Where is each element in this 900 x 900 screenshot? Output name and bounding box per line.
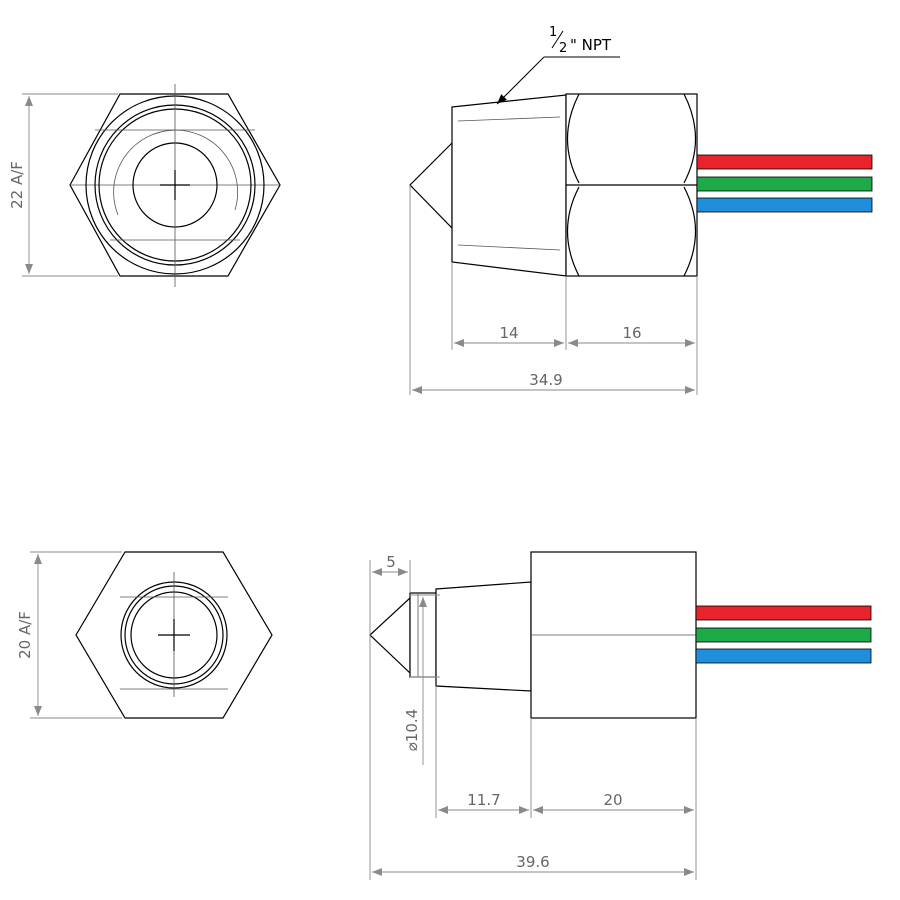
top-wire-blue: [696, 197, 873, 213]
top-hex-arc-4: [683, 186, 697, 277]
bottom-side-view: 5 ⌀10.4 11.7 20 39.6: [369, 551, 872, 880]
thread-callout-fraction-bar: [551, 30, 564, 49]
bottom-wire-blue: [695, 648, 872, 664]
bottom-wire-green: [695, 627, 872, 643]
top-end-view: 22 A/F: [8, 84, 281, 287]
thread-callout-suffix: " NPT: [570, 36, 612, 54]
thread-callout: 1 2 " NPT: [549, 25, 612, 56]
bottom-dim-body: 20: [603, 791, 622, 809]
top-wire-green: [696, 176, 873, 192]
top-hex-arc-3: [566, 186, 580, 277]
bottom-af-label: 20 A/F: [16, 611, 34, 659]
top-af-label: 22 A/F: [8, 161, 26, 209]
thread-callout-numerator: 1: [549, 25, 557, 40]
bottom-dim-total: 39.6: [516, 853, 549, 871]
bottom-tip-cone: [369, 596, 411, 675]
top-tip-cone: [409, 141, 453, 230]
bottom-dim-tip: 5: [386, 553, 396, 571]
top-dim-thread: 14: [499, 324, 518, 342]
bottom-hex-outline: [75, 551, 273, 719]
top-hex-arc-2: [683, 93, 697, 184]
top-dim-total: 34.9: [529, 371, 562, 389]
top-wire-red: [696, 154, 873, 170]
top-side-view: 1 2 " NPT 14 16 34.9: [409, 25, 873, 395]
top-hex-arc-1: [566, 93, 580, 184]
top-thread-line-upper: [457, 116, 561, 122]
thread-callout-denominator: 2: [559, 41, 567, 56]
bottom-thread-body: [435, 581, 532, 692]
bottom-end-view: 20 A/F: [16, 551, 273, 719]
top-thread-line-lower: [457, 244, 561, 251]
bottom-dim-thread: 11.7: [467, 791, 500, 809]
top-callout-leader: [496, 56, 545, 105]
bottom-wire-red: [695, 605, 872, 621]
top-dim-hex: 16: [622, 324, 641, 342]
bottom-dim-diameter: ⌀10.4: [403, 709, 421, 751]
top-thread-body: [451, 94, 567, 277]
